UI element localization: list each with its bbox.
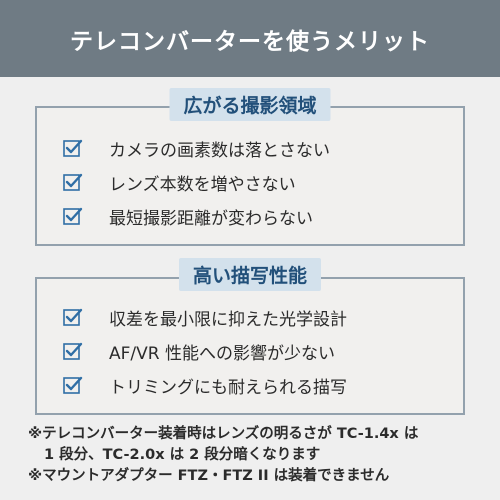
list-item: レンズ本数を増やさない: [63, 165, 470, 199]
checkmark-icon: [63, 376, 83, 394]
page-title: テレコンバーターを使うメリット: [0, 0, 500, 77]
list-item-label: レンズ本数を増やさない: [109, 174, 296, 195]
list-item-label: 収差を最小限に抑えた光学設計: [109, 309, 347, 330]
checkmark-icon: [63, 308, 83, 326]
section-title-shooting-range: 広がる撮影領域: [169, 88, 331, 121]
list-item-label: AF/VR 性能への影響が少ない: [109, 343, 335, 364]
list-item: 最短撮影距離が変わらない: [63, 199, 470, 233]
list-item: トリミングにも耐えられる描写: [63, 368, 470, 402]
footnote-line: ※マウントアダプター FTZ・FTZ II は装着できません: [28, 468, 390, 484]
checkmark-icon: [63, 173, 83, 191]
checkmark-icon: [63, 139, 83, 157]
footnote-line: 1 段分、TC-2.0x は 2 段分暗くなります: [44, 447, 321, 463]
list-item-label: 最短撮影距離が変わらない: [109, 208, 313, 229]
footnotes: ※テレコンバーター装着時はレンズの明るさが TC-1.4x は 1 段分、TC-…: [28, 424, 480, 487]
list-item: AF/VR 性能への影響が少ない: [63, 334, 470, 368]
list-item-label: トリミングにも耐えられる描写: [109, 377, 347, 398]
list-item-label: カメラの画素数は落とさない: [109, 140, 330, 161]
list-item: カメラの画素数は落とさない: [63, 131, 470, 165]
checkmark-icon: [63, 207, 83, 225]
section-title-image-quality: 高い描写性能: [178, 258, 322, 291]
list-item: 収差を最小限に抑えた光学設計: [63, 300, 470, 334]
benefit-list-image-quality: 収差を最小限に抑えた光学設計 AF/VR 性能への影響が少ない トリミングにも耐…: [63, 300, 470, 402]
checkmark-icon: [63, 342, 83, 360]
benefit-box-image-quality: [35, 277, 465, 415]
benefit-list-shooting-range: カメラの画素数は落とさない レンズ本数を増やさない 最短撮影距離が変わらない: [63, 131, 470, 233]
footnote-line: ※テレコンバーター装着時はレンズの明るさが TC-1.4x は: [28, 426, 419, 442]
